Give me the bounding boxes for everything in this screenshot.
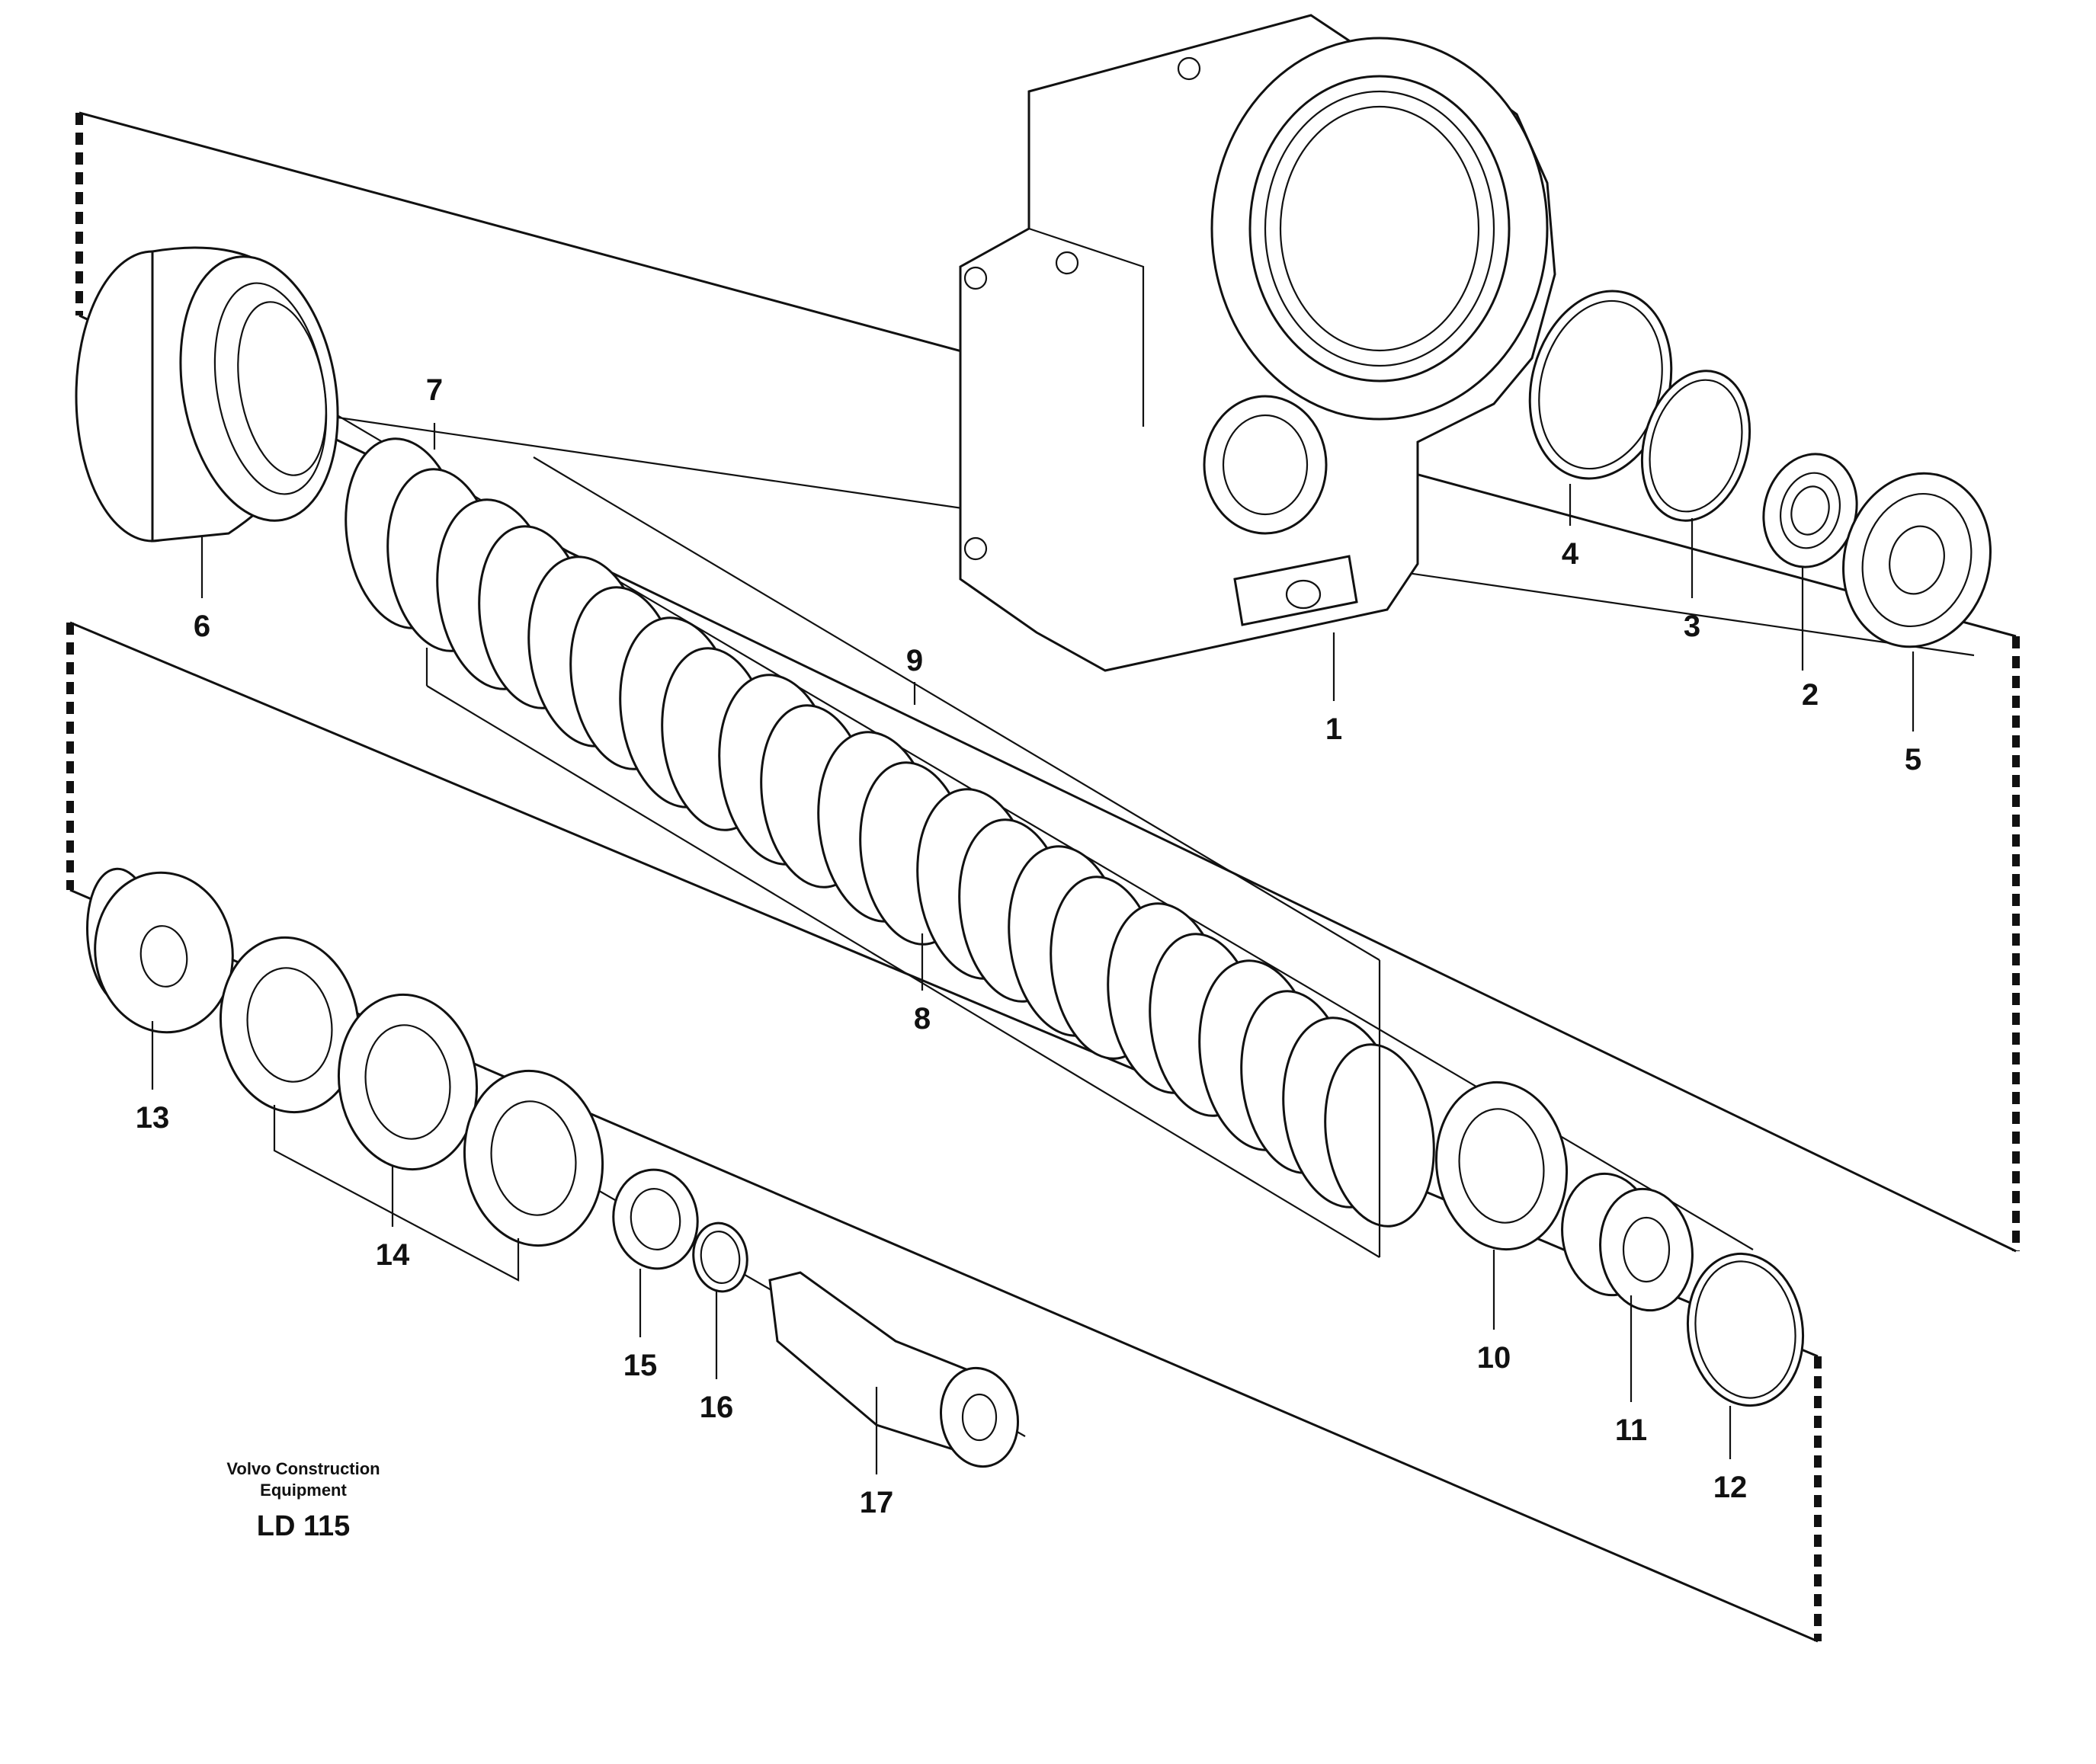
callout-1: 1 bbox=[1325, 712, 1342, 746]
footer: Volvo Construction Equipment LD 115 bbox=[226, 1459, 380, 1542]
clutch-disc-stack bbox=[345, 437, 1435, 1228]
callout-2: 2 bbox=[1802, 678, 1819, 712]
disc-bracket-lines bbox=[425, 456, 1381, 1258]
drawing-code: LD 115 bbox=[257, 1510, 351, 1542]
callout-13: 13 bbox=[136, 1101, 170, 1135]
snap-ring-small bbox=[1640, 370, 1751, 522]
bearing-washers bbox=[219, 936, 604, 1282]
leader-lines bbox=[151, 423, 1915, 1474]
callout-7: 7 bbox=[426, 373, 443, 407]
callout-15: 15 bbox=[623, 1349, 658, 1382]
callout-14: 14 bbox=[376, 1238, 410, 1272]
company-name-line2: Equipment bbox=[260, 1481, 347, 1500]
callout-10: 10 bbox=[1477, 1341, 1511, 1375]
callout-labels: 1 2 3 4 5 6 7 8 9 10 11 12 13 14 15 16 1… bbox=[136, 373, 1921, 1519]
housing bbox=[959, 14, 1556, 672]
callout-16: 16 bbox=[700, 1391, 734, 1424]
thrust-washer bbox=[85, 867, 234, 1034]
callout-12: 12 bbox=[1713, 1471, 1748, 1504]
callout-8: 8 bbox=[914, 1002, 931, 1036]
callout-5: 5 bbox=[1905, 743, 1921, 776]
callout-6: 6 bbox=[194, 610, 210, 643]
o-ring bbox=[1686, 1252, 1805, 1407]
bushing bbox=[612, 1168, 699, 1270]
callout-4: 4 bbox=[1562, 537, 1579, 571]
callout-11: 11 bbox=[1615, 1413, 1647, 1447]
input-shaft bbox=[768, 1271, 1020, 1468]
company-name-line1: Volvo Construction bbox=[226, 1459, 380, 1478]
callout-3: 3 bbox=[1684, 610, 1700, 643]
hub bbox=[1561, 1172, 1694, 1312]
clutch-drum bbox=[75, 246, 339, 543]
callout-17: 17 bbox=[860, 1486, 894, 1519]
snap-ring-large bbox=[1528, 290, 1673, 480]
circlip bbox=[692, 1221, 748, 1293]
seal-cover bbox=[1842, 472, 1992, 648]
callout-9: 9 bbox=[906, 644, 923, 677]
pressure-plate bbox=[1434, 1080, 1569, 1251]
